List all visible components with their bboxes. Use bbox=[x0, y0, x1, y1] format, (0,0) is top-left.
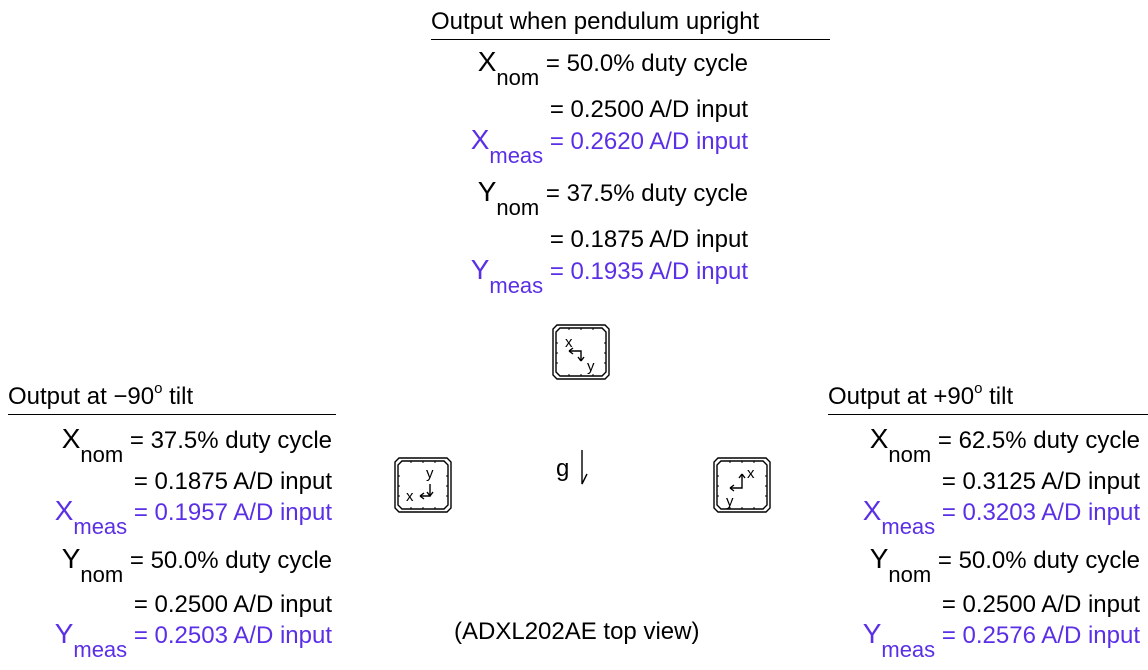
nom-subscript: nom bbox=[888, 442, 932, 467]
y-nom-value: = 37.5% duty cycle bbox=[539, 180, 748, 207]
y-symbol: Y bbox=[54, 618, 74, 649]
upright-x-nom-ad: = 0.2500 A/D input bbox=[549, 96, 748, 123]
plus90-x-meas: Xmeas = 0.3203 A/D input bbox=[862, 495, 1140, 538]
chip-x-label: x bbox=[747, 465, 755, 482]
minus90-y-meas: Ymeas = 0.2503 A/D input bbox=[54, 618, 332, 661]
minus90-x-meas: Xmeas = 0.1957 A/D input bbox=[54, 495, 332, 538]
adxl-chip-plus90: x y bbox=[713, 457, 771, 513]
y-meas-value: = 0.2576 A/D input bbox=[935, 622, 1140, 649]
upright-x-nom: Xnom = 50.0% duty cycle bbox=[477, 46, 748, 89]
y-nom-value: = 50.0% duty cycle bbox=[123, 547, 332, 574]
chip-y-label: y bbox=[726, 493, 734, 510]
chip-x-label: x bbox=[406, 488, 414, 505]
plus90-y-nom-ad: = 0.2500 A/D input bbox=[941, 591, 1140, 618]
upright-y-nom-ad: = 0.1875 A/D input bbox=[549, 226, 748, 253]
y-symbol: Y bbox=[477, 176, 497, 207]
upright-y-nom: Ynom = 37.5% duty cycle bbox=[477, 176, 748, 219]
x-nom-value: = 37.5% duty cycle bbox=[123, 427, 332, 454]
meas-subscript: meas bbox=[73, 637, 128, 662]
upright-title: Output when pendulum upright bbox=[431, 10, 830, 40]
minus90-title-suffix: tilt bbox=[162, 383, 194, 410]
meas-subscript: meas bbox=[881, 514, 936, 539]
plus90-title-suffix: tilt bbox=[982, 383, 1014, 410]
minus90-x-nom: Xnom = 37.5% duty cycle bbox=[61, 423, 332, 466]
chip-x-label: x bbox=[565, 334, 573, 351]
nom-subscript: nom bbox=[80, 442, 124, 467]
upright-readings: Xnom = 50.0% duty cycle = 0.2500 A/D inp… bbox=[380, 46, 748, 297]
x-meas-value: = 0.3203 A/D input bbox=[935, 499, 1140, 526]
plus90-x-nom: Xnom = 62.5% duty cycle bbox=[869, 423, 1140, 466]
x-meas-value: = 0.1957 A/D input bbox=[127, 499, 332, 526]
plus90-y-nom: Ynom = 50.0% duty cycle bbox=[869, 543, 1140, 586]
x-symbol: X bbox=[477, 46, 497, 77]
chip-y-label: y bbox=[587, 358, 595, 375]
adxl-chip-minus90: y x bbox=[394, 457, 452, 513]
x-symbol: X bbox=[61, 423, 81, 454]
minus90-readings: Xnom = 37.5% duty cycle = 0.1875 A/D inp… bbox=[0, 425, 332, 670]
plus90-title: Output at +90o tilt bbox=[828, 381, 1148, 415]
y-symbol: Y bbox=[61, 543, 81, 574]
minus90-y-nom-ad: = 0.2500 A/D input bbox=[133, 591, 332, 618]
diagram-caption: (ADXL202AE top view) bbox=[454, 618, 700, 645]
upright-y-meas: Ymeas = 0.1935 A/D input bbox=[470, 254, 748, 297]
x-symbol: X bbox=[869, 423, 889, 454]
meas-subscript: meas bbox=[489, 143, 544, 168]
adxl-chip-upright: x y bbox=[552, 324, 610, 380]
meas-subscript: meas bbox=[73, 514, 128, 539]
degree-sup: o bbox=[154, 380, 163, 397]
degree-sup: o bbox=[974, 380, 983, 397]
nom-subscript: nom bbox=[496, 195, 540, 220]
y-nom-value: = 50.0% duty cycle bbox=[931, 547, 1140, 574]
x-meas-value: = 0.2620 A/D input bbox=[543, 128, 748, 155]
gravity-label: g bbox=[556, 455, 570, 482]
plus90-readings: Xnom = 62.5% duty cycle = 0.3125 A/D inp… bbox=[800, 425, 1140, 670]
meas-subscript: meas bbox=[881, 637, 936, 662]
plus90-title-prefix: Output at +90 bbox=[828, 383, 975, 410]
plus90-x-nom-ad: = 0.3125 A/D input bbox=[941, 468, 1140, 495]
minus90-title-prefix: Output at −90 bbox=[8, 383, 155, 410]
nom-subscript: nom bbox=[888, 562, 932, 587]
minus90-y-nom: Ynom = 50.0% duty cycle bbox=[61, 543, 332, 586]
y-symbol: Y bbox=[470, 254, 490, 285]
x-symbol: X bbox=[470, 124, 490, 155]
y-meas-value: = 0.1935 A/D input bbox=[543, 258, 748, 285]
nom-subscript: nom bbox=[496, 65, 540, 90]
y-symbol: Y bbox=[869, 543, 889, 574]
chip-y-label: y bbox=[426, 465, 434, 482]
upright-x-meas: Xmeas = 0.2620 A/D input bbox=[470, 124, 748, 167]
x-symbol: X bbox=[54, 495, 74, 526]
plus90-y-meas: Ymeas = 0.2576 A/D input bbox=[862, 618, 1140, 661]
nom-subscript: nom bbox=[80, 562, 124, 587]
axis-arrows bbox=[569, 350, 582, 361]
gravity-arrow-icon bbox=[581, 450, 588, 485]
minus90-title: Output at −90o tilt bbox=[8, 381, 336, 415]
x-nom-value: = 50.0% duty cycle bbox=[539, 50, 748, 77]
meas-subscript: meas bbox=[489, 273, 544, 298]
minus90-x-nom-ad: = 0.1875 A/D input bbox=[133, 468, 332, 495]
x-nom-value: = 62.5% duty cycle bbox=[931, 427, 1140, 454]
y-meas-value: = 0.2503 A/D input bbox=[127, 622, 332, 649]
y-symbol: Y bbox=[862, 618, 882, 649]
x-symbol: X bbox=[862, 495, 882, 526]
